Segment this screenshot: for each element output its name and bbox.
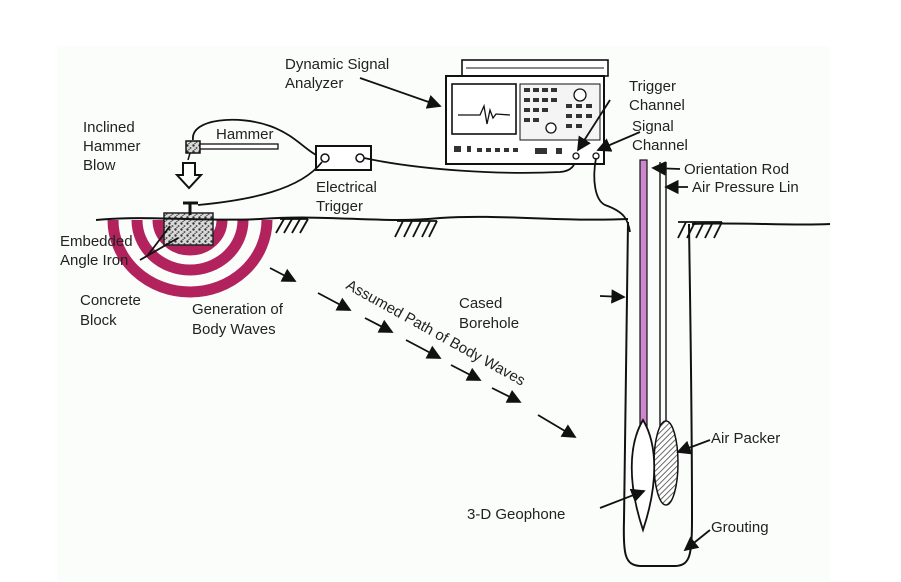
label-grouting: Grouting xyxy=(711,519,769,536)
angle-iron xyxy=(183,201,198,215)
ground-hatch-icon xyxy=(275,218,723,239)
orientation-rod xyxy=(639,159,648,429)
analyzer-icon xyxy=(445,59,609,165)
diagram-panel xyxy=(57,46,830,581)
label-geophone: 3-D Geophone xyxy=(467,506,565,523)
hammer-cable xyxy=(192,118,319,157)
air-packer xyxy=(653,420,679,506)
label-hammer: Hammer xyxy=(216,126,274,143)
electrical-trigger-box xyxy=(315,145,372,171)
leader-lines xyxy=(139,77,711,552)
geophone-icon xyxy=(630,418,656,533)
signal-cable xyxy=(593,157,631,233)
body-wave-rings xyxy=(107,219,273,298)
label-orientation-rod: Orientation Rod xyxy=(684,161,789,178)
label-assumed-path: Assumed Path of Body Waves xyxy=(343,277,528,390)
body-wave-path-arrows xyxy=(269,267,577,438)
label-air-packer: Air Packer xyxy=(711,430,780,447)
label-air-pressure-line: Air Pressure Lin xyxy=(692,179,799,196)
hammer-icon xyxy=(185,140,279,161)
hammer-blow-arrow xyxy=(174,162,204,190)
air-pressure-line xyxy=(659,162,667,430)
cased-borehole xyxy=(622,221,694,567)
trigger-cable-to-iron xyxy=(197,161,323,206)
trigger-cable-to-analyzer xyxy=(363,157,577,174)
ground-surface xyxy=(95,215,831,226)
